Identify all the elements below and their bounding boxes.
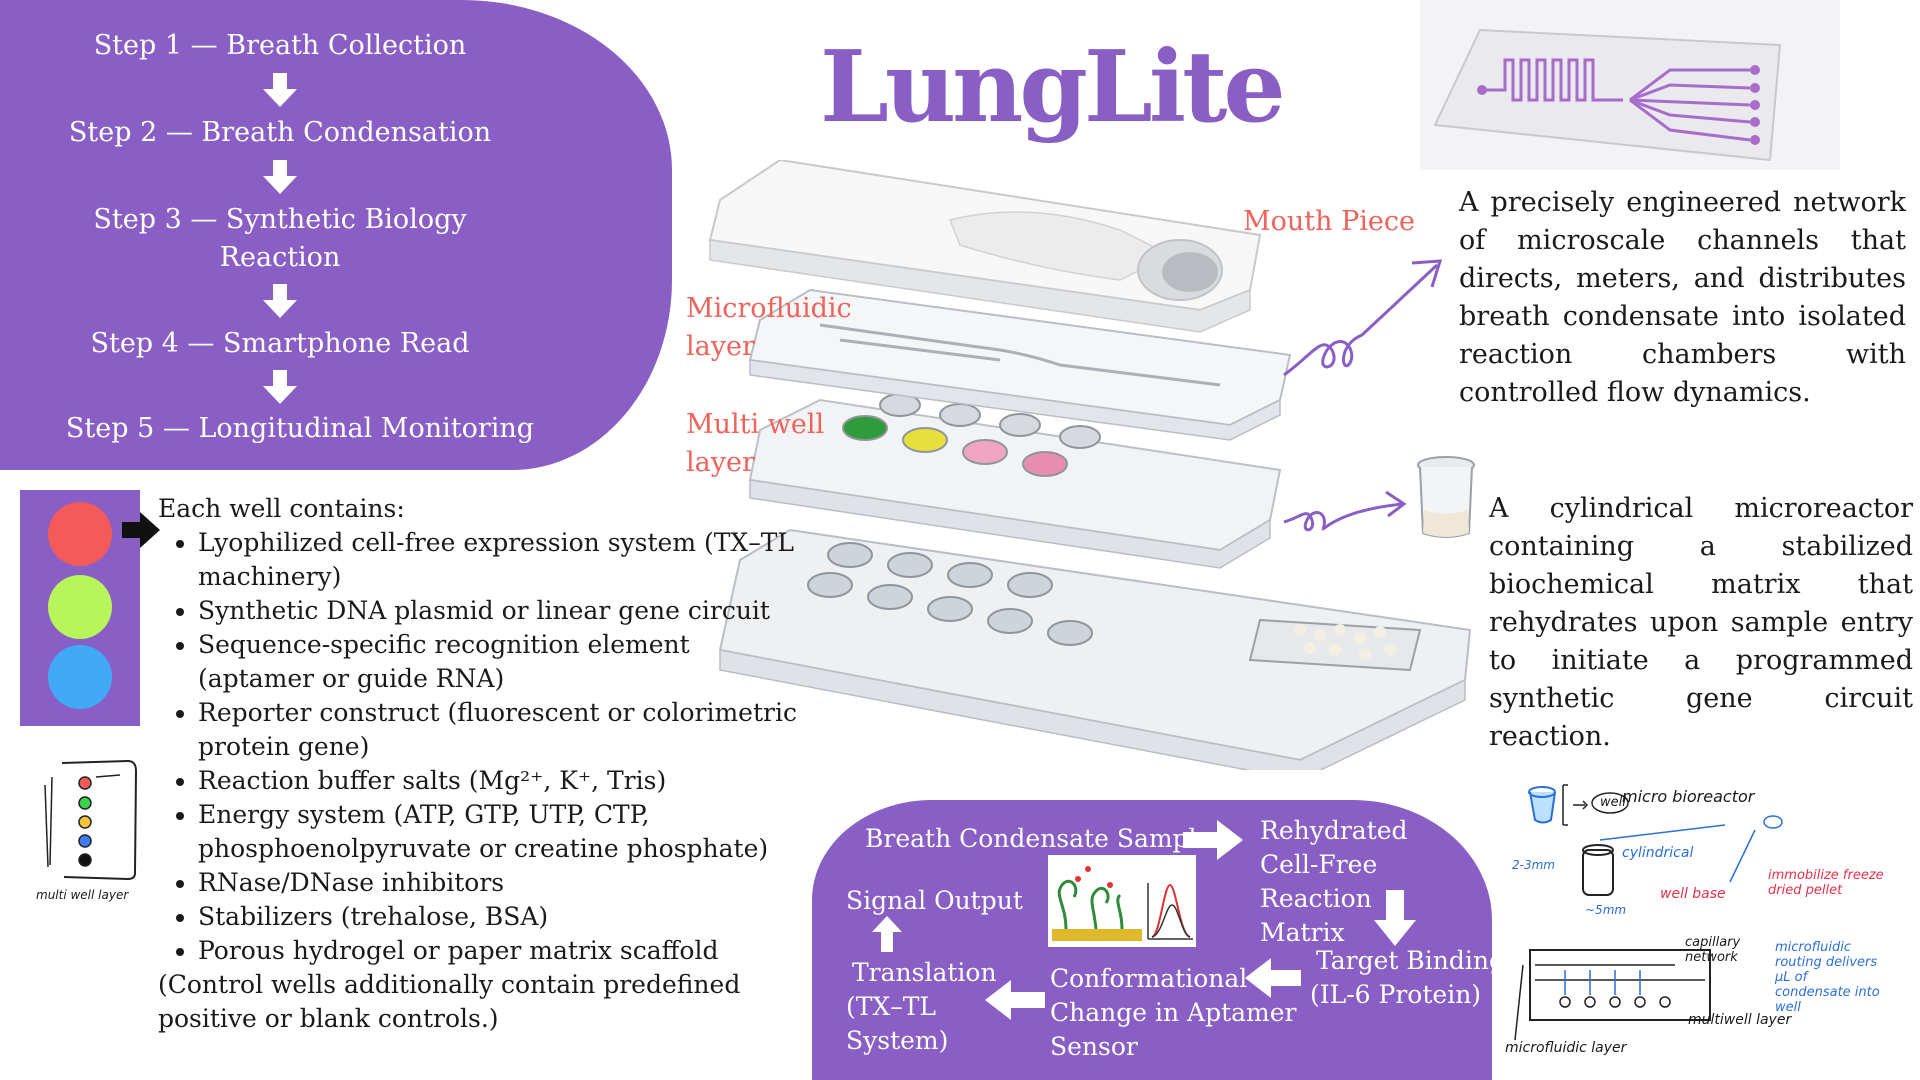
flow-sample: Breath Condensate Sample (865, 824, 1212, 853)
multiwell-sketch (44, 759, 138, 881)
list-item: RNase/DNase inhibitors (198, 866, 808, 900)
list-item: Reaction buffer salts (Mg²⁺, K⁺, Tris) (198, 764, 808, 798)
microreactor-vial-image (1417, 456, 1475, 538)
left-arrow-icon (1245, 958, 1301, 998)
curly-arrow-icon (1283, 259, 1443, 377)
sketch-note: well base (1660, 886, 1726, 902)
flow-matrix-1: Rehydrated (1260, 816, 1408, 845)
sketch-note: multiwell layer (1688, 1012, 1792, 1028)
flow-signal-output: Signal Output (846, 886, 1023, 915)
step-3: Step 3 — Synthetic Biology (93, 204, 467, 235)
curly-arrow-icon (1283, 490, 1407, 532)
steps-panel (0, 0, 672, 470)
sketch-note: immobilize freeze dried pellet (1768, 868, 1884, 898)
label-multiwell-layer: layer (686, 447, 755, 478)
right-arrow-icon (1183, 820, 1243, 860)
wells-footnote: (Control wells additionally contain pred… (158, 970, 741, 1033)
up-arrow-icon (872, 916, 902, 952)
label-microfluidic: Microfluidic (686, 293, 852, 324)
mouth-piece-lid (708, 160, 1262, 333)
step-2: Step 2 — Breath Condensation (68, 117, 492, 148)
flow-conformational-3: Sensor (1050, 1032, 1138, 1061)
wells-heading: Each well contains: (158, 494, 405, 523)
flow-binding-2: (IL-6 Protein) (1310, 980, 1482, 1009)
blue-well-dot (48, 645, 112, 709)
sketch-note: well (1600, 795, 1626, 810)
microfluidic-description: A precisely engineered network of micros… (1459, 187, 1906, 408)
sketch-note: microfluidic layer (1505, 1040, 1627, 1056)
down-arrow-icon (1374, 890, 1416, 946)
flow-translation-2: (TX–TL (846, 992, 937, 1021)
list-item: Sequence-specific recognition element (a… (198, 628, 808, 696)
flow-conformational-1: Conformational (1050, 964, 1248, 993)
step-4: Step 4 — Smartphone Read (90, 328, 470, 359)
flow-matrix-2: Cell-Free (1260, 850, 1378, 879)
list-item: Porous hydrogel or paper matrix scaffold (198, 934, 808, 968)
sketch-note: cylindrical (1622, 845, 1694, 861)
list-item: Stabilizers (trehalose, BSA) (198, 900, 808, 934)
down-arrow-icon (263, 160, 297, 194)
microreactor-description: A cylindrical microreactor containing a … (1489, 493, 1913, 752)
base-layer (718, 528, 1472, 770)
sketch-caption: multi well layer (36, 888, 129, 902)
list-item: Synthetic DNA plasmid or linear gene cir… (198, 594, 808, 628)
label-mouth-piece: Mouth Piece (1243, 206, 1415, 237)
down-arrow-icon (263, 284, 297, 318)
sketch-note: microfluidic routing delivers µL of cond… (1775, 940, 1880, 1015)
right-arrow-icon (122, 512, 160, 548)
wells-contents: Each well contains: Lyophilized cell-fre… (158, 492, 808, 1036)
wells-list: Lyophilized cell-free expression system … (158, 526, 808, 968)
multiwell-layer (748, 393, 1282, 569)
label-multiwell: Multi well (686, 409, 825, 440)
label-microfluidic-layer: layer (686, 331, 755, 362)
aptamer-sensor-figure (1048, 855, 1196, 947)
sketch-note: 2-3mm (1512, 858, 1555, 872)
page-title: LungLite (820, 30, 1286, 145)
flow-matrix-4: Matrix (1260, 918, 1345, 947)
flow-binding-1: Target Binding (1316, 946, 1505, 975)
microfluidic-layer (748, 288, 1292, 441)
down-arrow-icon (263, 73, 297, 107)
sketch-note: micro bioreactor (1622, 787, 1755, 806)
flow-translation-3: System) (846, 1026, 949, 1055)
green-well-dot (48, 575, 112, 639)
red-well-dot (48, 502, 112, 566)
sketch-note: ~5mm (1585, 903, 1627, 917)
step-1: Step 1 — Breath Collection (93, 30, 467, 61)
flow-conformational-2: Change in Aptamer (1050, 998, 1297, 1027)
flow-translation-1: Translation (852, 958, 997, 987)
sketch-note: capillary network (1685, 935, 1741, 965)
hand-sketch-notes (1514, 784, 1783, 1041)
step-3-cont: Reaction (219, 242, 341, 273)
list-item: Reporter construct (fluorescent or color… (198, 696, 808, 764)
step-5: Step 5 — Longitudinal Monitoring (65, 413, 535, 444)
list-item: Energy system (ATP, GTP, UTP, CTP, phosp… (198, 798, 808, 866)
left-arrow-icon (985, 980, 1045, 1020)
flow-matrix-3: Reaction (1260, 884, 1372, 913)
list-item: Lyophilized cell-free expression system … (198, 526, 808, 594)
microfluidic-chip-image (1420, 0, 1840, 170)
down-arrow-icon (263, 370, 297, 404)
device-exploded-view (708, 160, 1472, 770)
